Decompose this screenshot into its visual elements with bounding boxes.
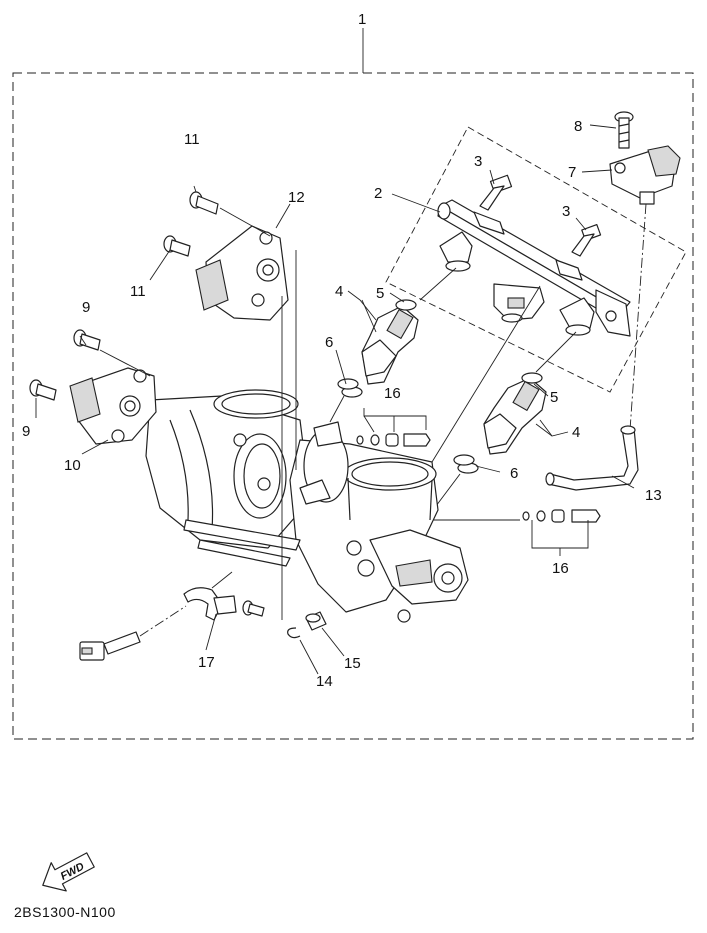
cap-15 — [305, 611, 327, 631]
callout-16-upper: 16 — [384, 385, 401, 402]
callout-11-upper: 11 — [184, 131, 200, 148]
screw-3-lower — [571, 223, 602, 257]
callout-4-lower: 4 — [572, 424, 580, 441]
sensor-10 — [69, 367, 157, 445]
callout-1: 1 — [358, 11, 366, 28]
callout-14: 14 — [316, 673, 333, 690]
screw-11-upper — [189, 191, 219, 215]
callout-15: 15 — [344, 655, 361, 672]
rail-injector-socket-right — [559, 297, 595, 336]
callout-3-upper: 3 — [474, 153, 482, 170]
throttle-body — [145, 389, 469, 623]
seal-6-upper — [337, 378, 363, 398]
screw-9-upper — [73, 329, 101, 351]
callout-16-lower: 16 — [552, 560, 569, 577]
callout-17: 17 — [198, 654, 215, 671]
callout-6-lower: 6 — [510, 465, 518, 482]
fuel-rail — [437, 199, 631, 337]
sensor-12 — [195, 225, 289, 321]
fuel-rail-boundary — [385, 126, 687, 393]
callout-8: 8 — [574, 118, 582, 135]
map-sensor — [609, 145, 681, 205]
sensor-10-assembly-line — [99, 349, 151, 377]
callout-3-lower: 3 — [562, 203, 570, 220]
fwd-label: FWD — [59, 861, 87, 883]
seal-6-lower — [453, 454, 479, 474]
callout-11-lower: 11 — [130, 283, 146, 300]
callout-13: 13 — [645, 487, 662, 504]
clip-14 — [287, 627, 301, 639]
callout-leaders — [35, 124, 635, 675]
callout-9-upper: 9 — [82, 299, 90, 316]
screw-8 — [614, 111, 634, 149]
screw-9-lower — [29, 379, 57, 401]
callout-12: 12 — [288, 189, 305, 206]
screw-11-lower — [163, 235, 191, 257]
callout-2: 2 — [374, 185, 382, 202]
adjust-screw-kit-lower — [522, 509, 601, 523]
vacuum-hose — [545, 203, 647, 491]
sensor-12-assembly-line-a — [219, 207, 271, 237]
o-ring-5-upper — [395, 299, 417, 311]
diagram-code: 2BS1300-N100 — [14, 904, 116, 920]
harness-bracket — [183, 571, 265, 621]
callout-10: 10 — [64, 457, 81, 474]
screw-3-upper — [479, 174, 513, 211]
callout-4-upper: 4 — [335, 283, 343, 300]
callout-9-lower: 9 — [22, 423, 30, 440]
callout-7: 7 — [568, 164, 576, 181]
fwd-arrow-icon: FWD — [42, 852, 95, 892]
o-ring-5-lower — [521, 372, 543, 384]
sub-harness — [79, 605, 187, 661]
callout-5-upper: 5 — [376, 285, 384, 302]
assembly-boundary — [12, 72, 694, 740]
injector-lower — [483, 377, 547, 455]
injector-upper — [361, 305, 419, 385]
rail-injector-socket-left — [439, 231, 473, 272]
adjust-screw-kit-upper — [356, 433, 431, 447]
pressure-regulator — [493, 283, 545, 323]
callout-6-upper: 6 — [325, 334, 333, 351]
callout-5-lower: 5 — [550, 389, 558, 406]
